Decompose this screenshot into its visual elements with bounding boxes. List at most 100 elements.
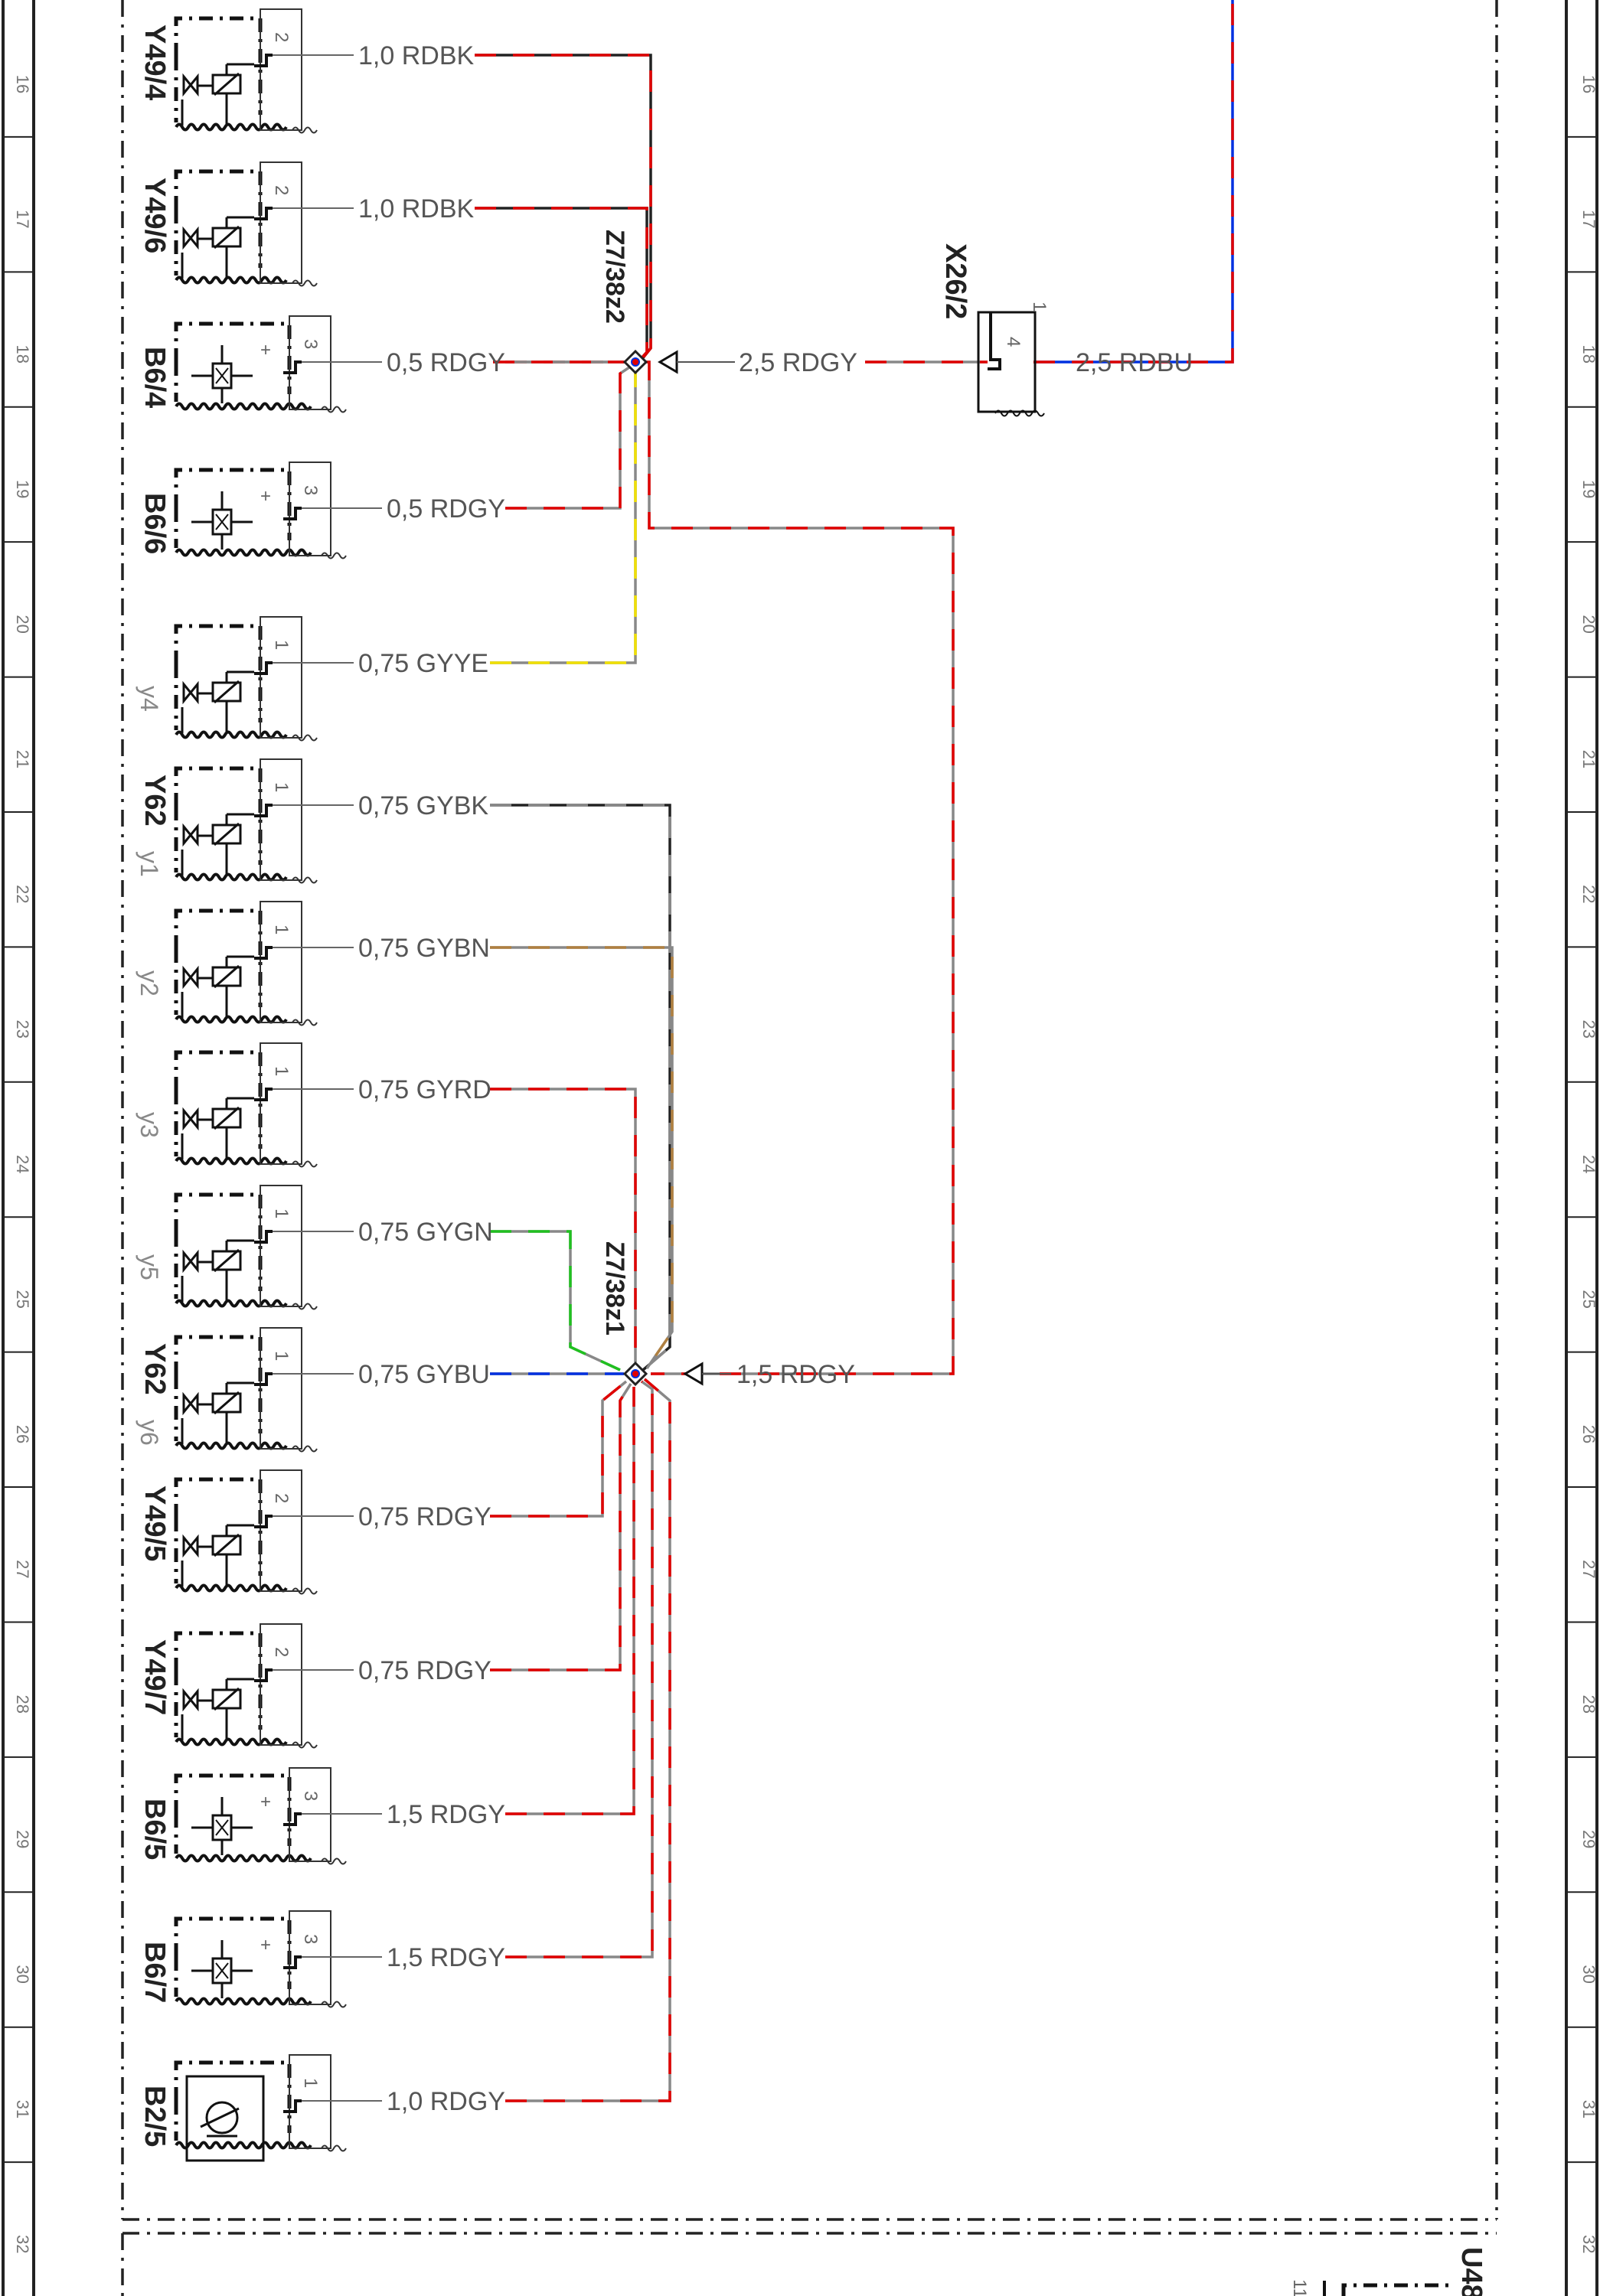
pin-number: 1: [271, 1066, 292, 1076]
pressure-sensor-icon: [215, 367, 229, 384]
connector-wiggle: [321, 2001, 347, 2008]
housing: [174, 1477, 263, 1576]
pin-terminal: [283, 507, 302, 520]
wire-y62-y2-base: [490, 946, 674, 1369]
component-sub-label: y2: [136, 970, 163, 996]
housing: [174, 1916, 292, 1989]
housing: [174, 766, 263, 865]
component-name: B6/7: [139, 1942, 171, 2003]
connector-box: [260, 1042, 302, 1165]
solenoid-coil-icon: [214, 1391, 240, 1415]
row-number: 23: [1579, 1020, 1598, 1039]
pump-icon: [200, 2107, 240, 2128]
row-number: 25: [13, 1290, 32, 1308]
pin-terminal: [254, 1372, 273, 1386]
solenoid-coil-icon: [214, 72, 240, 96]
row-number: 16: [13, 75, 32, 93]
wire-y62-y1-stripe: [490, 804, 671, 1371]
connector-box: [977, 311, 1037, 413]
ground-wiggle: [175, 2141, 312, 2150]
wire-label: 0,75 GYGN: [358, 1218, 493, 1247]
ground-wiggle: [175, 122, 288, 132]
ground-wiggle: [175, 1441, 288, 1450]
solenoid-coil-icon: [214, 822, 240, 846]
wire-label: 0,75 GYRD: [358, 1075, 491, 1104]
row-number: 23: [13, 1020, 32, 1039]
row-number: 26: [1579, 1425, 1598, 1443]
row-number: 22: [13, 885, 32, 903]
wire-y49-6-stripe: [475, 207, 648, 361]
wire-label: 1,5 RDGY: [387, 1800, 505, 1829]
component-sub-label: y5: [136, 1254, 163, 1280]
pin-terminal: [254, 1088, 273, 1101]
splice-label-bottom: Z7/38z1: [600, 1241, 629, 1336]
valve-icon: [182, 680, 199, 705]
row-number: 16: [1579, 75, 1598, 93]
connector-wiggle: [292, 279, 318, 287]
pressure-sensor-icon: [215, 1819, 229, 1836]
wire-b6-6-stripe: [505, 366, 630, 510]
wire-y62-y4-stripe: [490, 371, 637, 664]
ground-wiggle: [175, 276, 288, 285]
feed-arrow-icon: [683, 1362, 704, 1386]
wire-label: 0,75 GYYE: [358, 649, 488, 678]
ground-wiggle: [175, 1997, 312, 2006]
housing: [174, 624, 263, 722]
valve-icon: [182, 1107, 199, 1131]
component-name: U48: [1455, 2247, 1487, 2296]
row-number: 27: [13, 1560, 32, 1578]
connector-wiggle: [321, 552, 347, 559]
component-name: B2/5: [139, 2086, 171, 2147]
wire-b2-5-stripe: [505, 1378, 671, 2102]
wire-y62-y1-base: [490, 804, 671, 1371]
row-number: 17: [1579, 210, 1598, 228]
housing: [174, 1050, 263, 1149]
pin-terminal: [254, 804, 273, 817]
wire-y62-y5-stripe: [490, 1230, 621, 1371]
row-number: 28: [13, 1695, 32, 1714]
pin-terminal: [283, 2099, 302, 2113]
pin-terminal: [254, 207, 273, 220]
pin-terminal: [254, 1515, 273, 1528]
connector-box: [260, 616, 302, 739]
row-number: 19: [13, 480, 32, 498]
pin-number: 3: [300, 339, 321, 349]
housing: [174, 1773, 292, 1846]
valve-icon: [182, 1391, 199, 1416]
component-name: B6/4: [139, 347, 171, 408]
pin-terminal: [283, 360, 302, 374]
solenoid-coil-icon: [214, 1106, 240, 1130]
pin-number: 2: [271, 185, 292, 195]
housing: [174, 2060, 292, 2133]
wire-x26-out-base: [1033, 0, 1234, 364]
wire-b6-5-stripe: [505, 1387, 635, 1815]
connector-wiggle: [292, 126, 318, 134]
ground-wiggle: [175, 548, 312, 557]
component-name: Y49/6: [139, 178, 171, 253]
pin-terminal: [254, 946, 273, 960]
ground-wiggle: [175, 1737, 288, 1746]
wire-b6-7-stripe: [505, 1380, 654, 1958]
valve-icon: [182, 1534, 199, 1558]
wire-loop-right-base: [493, 360, 955, 1375]
pin-number: 1: [271, 640, 292, 650]
connector-wire-label: 2,5 RDBU: [1076, 348, 1193, 377]
row-number: 30: [13, 1965, 32, 1983]
pin-terminal: [254, 54, 273, 67]
connector-box: [260, 8, 302, 131]
wire-y49-5-base: [490, 1380, 628, 1518]
row-number: 29: [1579, 1830, 1598, 1848]
ground-wiggle: [175, 730, 288, 739]
connector-box: [260, 1185, 302, 1307]
solenoid-coil-icon: [214, 225, 240, 249]
row-number: 19: [1579, 480, 1598, 498]
